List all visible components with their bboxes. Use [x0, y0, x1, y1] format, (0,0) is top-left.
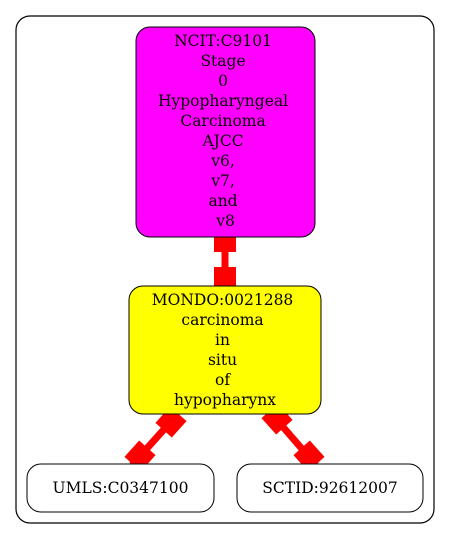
- node-umls-line-1: UMLS:C0347100: [53, 479, 189, 497]
- node-ncit-line-10: v8: [215, 212, 235, 230]
- node-ncit-line-1: NCIT:C9101: [174, 32, 272, 50]
- node-ncit-line-7: v6,: [210, 152, 235, 170]
- cluster-box: [15, 15, 435, 524]
- node-ncit-line-6: AJCC: [201, 132, 243, 150]
- node-mondo-line-1: MONDO:0021288: [152, 291, 294, 309]
- node-ncit-line-8: v7,: [210, 172, 235, 190]
- node-ncit-line-2: Stage: [200, 52, 245, 70]
- node-sctid-92612007-box: [236, 463, 424, 513]
- node-sctid-line-1: SCTID:92612007: [262, 479, 397, 497]
- edge-middle-to-umls: [124, 406, 187, 472]
- node-ncit-line-5: Carcinoma: [180, 112, 265, 130]
- node-umls-c0347100-box: [26, 463, 215, 513]
- node-ncit-line-9: and: [208, 192, 237, 210]
- node-ncit-c9101-box: [135, 26, 316, 238]
- node-umls-c0347100-label: UMLS:C0347100: [53, 479, 189, 497]
- node-mondo-line-5: of: [215, 371, 231, 389]
- node-mondo-line-6: hypopharynx: [174, 391, 276, 409]
- node-ncit-line-3: 0: [218, 72, 228, 90]
- node-mondo-line-2: carcinoma: [181, 311, 263, 329]
- node-ncit-c9101-label: NCIT:C9101 Stage 0 Hypopharyngeal Carcin…: [158, 32, 293, 230]
- edge-top-to-middle: [214, 230, 236, 289]
- node-mondo-line-4: situ: [208, 351, 237, 369]
- node-sctid-92612007-label: SCTID:92612007: [262, 479, 397, 497]
- node-mondo-0021288[interactable]: MONDO:0021288 carcinoma in situ of hypop…: [128, 285, 322, 415]
- node-mondo-0021288-box: [128, 285, 322, 415]
- node-sctid-92612007[interactable]: SCTID:92612007: [236, 463, 424, 513]
- node-mondo-line-3: in: [215, 331, 230, 349]
- node-ncit-c9101[interactable]: NCIT:C9101 Stage 0 Hypopharyngeal Carcin…: [135, 26, 316, 238]
- node-umls-c0347100[interactable]: UMLS:C0347100: [26, 463, 215, 513]
- node-ncit-line-4: Hypopharyngeal: [158, 92, 288, 110]
- node-mondo-0021288-label: MONDO:0021288 carcinoma in situ of hypop…: [152, 291, 298, 409]
